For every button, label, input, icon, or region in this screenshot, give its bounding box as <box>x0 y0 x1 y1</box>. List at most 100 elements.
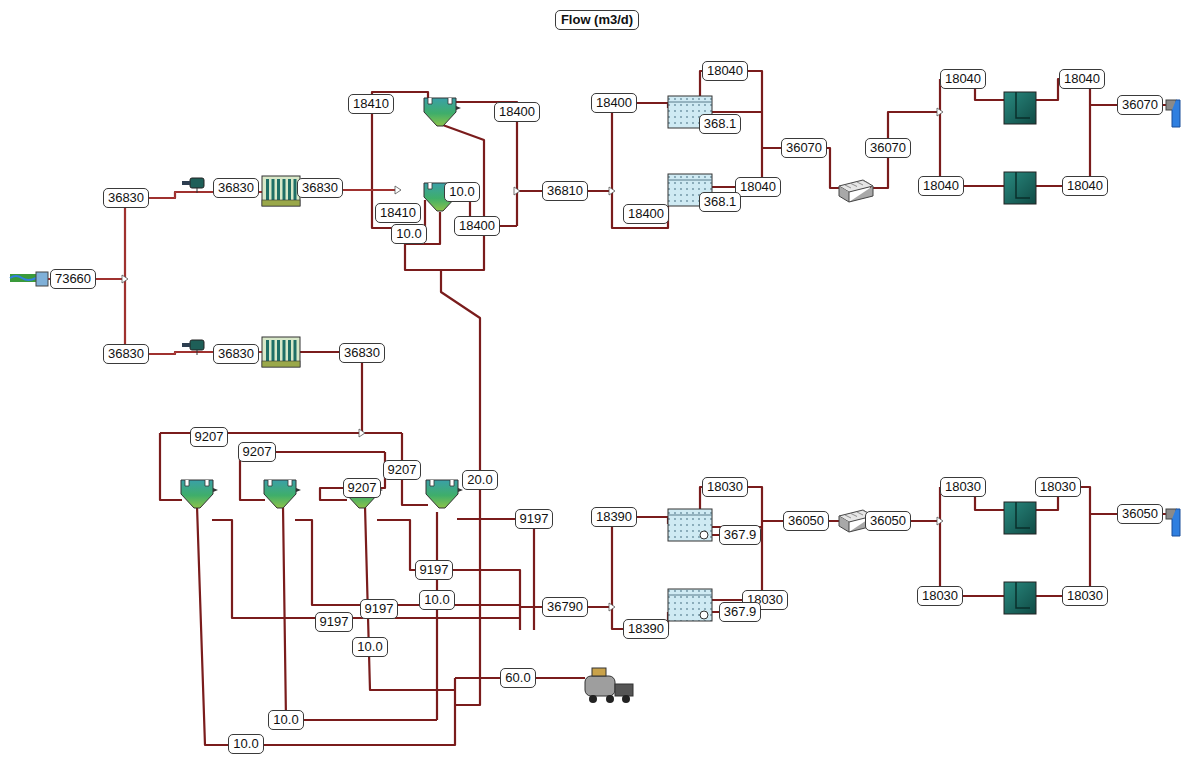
flow-value-box: 36830 <box>103 188 149 208</box>
flow-value-box: 36830 <box>339 343 385 363</box>
flow-value-box: 367.9 <box>719 602 762 622</box>
flow-arrow <box>395 186 401 194</box>
flow-arrow <box>122 275 128 283</box>
flow-value-box: 10.0 <box>228 734 263 754</box>
flow-value-box: 9197 <box>415 560 454 580</box>
screen-symbol <box>262 337 300 367</box>
flow-value-box: 18040 <box>1059 69 1105 89</box>
flow-value: 36830 <box>218 180 254 195</box>
flow-value: 18040 <box>740 179 776 194</box>
flow-value: 18040 <box>707 63 743 78</box>
pipe <box>197 506 455 745</box>
flow-value: 9207 <box>243 444 272 459</box>
flow-value: 18040 <box>1067 178 1103 193</box>
flow-value-box: 18040 <box>702 61 748 81</box>
flow-value-box: 36790 <box>542 597 588 617</box>
flow-value: 36830 <box>108 346 144 361</box>
flow-value: 36070 <box>870 140 906 155</box>
pipe <box>295 520 520 605</box>
flow-value: 10.0 <box>233 736 258 751</box>
storage-tank-symbol <box>1004 502 1036 534</box>
pipe <box>436 512 438 720</box>
flow-value-box: 36050 <box>865 511 911 531</box>
flow-value: 18030 <box>1040 479 1076 494</box>
flow-value: 10.0 <box>357 639 382 654</box>
flow-value-box: 368.1 <box>699 192 742 212</box>
flow-value: 36790 <box>547 599 583 614</box>
flow-value: 368.1 <box>704 194 737 209</box>
outfall-symbol <box>1166 509 1180 536</box>
flow-value: 18030 <box>1067 588 1103 603</box>
blower-symbol <box>182 178 204 193</box>
aeration-tank-symbol <box>668 509 712 541</box>
pipe <box>712 111 762 113</box>
blower-symbol <box>182 340 204 355</box>
flow-value-box: 18030 <box>1062 586 1108 606</box>
sludge-truck-symbol <box>585 668 633 703</box>
flow-value-box: 9207 <box>383 460 422 480</box>
flow-value-box: 18390 <box>591 507 637 527</box>
flow-value-box: 10.0 <box>352 637 387 657</box>
flow-value: 368.1 <box>704 116 737 131</box>
flow-value-box: 18400 <box>494 102 540 122</box>
flow-value: 9197 <box>365 601 394 616</box>
filter-symbol <box>839 180 873 202</box>
flow-value: 9207 <box>195 429 224 444</box>
pipe <box>160 433 182 500</box>
flow-value-box: 18030 <box>702 477 748 497</box>
flow-value-box: 60.0 <box>500 668 535 688</box>
storage-tank-symbol <box>1004 172 1036 204</box>
aeration-tank-symbol <box>668 589 712 621</box>
pipe <box>300 352 362 433</box>
pipe <box>939 79 941 186</box>
clarifier-symbol <box>424 98 461 126</box>
flow-value: 18030 <box>707 479 743 494</box>
flow-value-box: 36070 <box>1117 95 1163 115</box>
pipe <box>320 452 385 500</box>
pipe <box>283 506 437 720</box>
flow-value: 18040 <box>1064 71 1100 86</box>
pipe <box>612 517 668 607</box>
flow-value-box: 10.0 <box>444 182 479 202</box>
pipe <box>612 103 668 228</box>
flow-value: 73660 <box>55 271 91 286</box>
flow-value: 9197 <box>320 614 349 629</box>
screen-symbol <box>262 176 300 206</box>
flow-value-box: 18040 <box>1062 176 1108 196</box>
flow-value-box: 10.0 <box>268 710 303 730</box>
flow-value: 18390 <box>596 509 632 524</box>
storage-tank-symbol <box>1004 92 1036 124</box>
flow-value-box: 73660 <box>50 269 96 289</box>
flow-value: 9207 <box>348 480 377 495</box>
flow-value: 36050 <box>870 513 906 528</box>
flow-arrow <box>609 187 615 195</box>
flow-value-box: 18040 <box>735 177 781 197</box>
pipe <box>939 487 941 596</box>
flow-value-box: 9207 <box>238 442 277 462</box>
flow-value-box: 18040 <box>918 176 964 196</box>
flow-arrow <box>937 517 943 525</box>
flow-value-box: 9207 <box>343 478 382 498</box>
flow-value-box: 18410 <box>375 203 421 223</box>
flow-value: 18400 <box>499 104 535 119</box>
flow-arrow <box>937 108 943 116</box>
flow-value: 36070 <box>1122 97 1158 112</box>
flow-value: 20.0 <box>467 472 492 487</box>
pipe <box>372 190 425 228</box>
flow-value: 18410 <box>353 96 389 111</box>
equipment-icons <box>10 92 1180 703</box>
flow-value: 9197 <box>420 562 449 577</box>
pipe <box>440 124 484 270</box>
flow-value: 36810 <box>547 183 583 198</box>
flow-value: 10.0 <box>396 226 421 241</box>
flow-value-box: 10.0 <box>419 590 454 610</box>
flow-value-box: 9207 <box>190 427 229 447</box>
flow-value: 36830 <box>302 180 338 195</box>
flow-value-box: 18390 <box>623 619 669 639</box>
flow-value: 18040 <box>923 178 959 193</box>
flow-value-box: 9197 <box>515 509 554 529</box>
flow-value-box: 18410 <box>348 94 394 114</box>
flow-value: 36830 <box>108 190 144 205</box>
storage-tank-symbol <box>1004 582 1036 614</box>
flow-value-box: 36830 <box>213 344 259 364</box>
